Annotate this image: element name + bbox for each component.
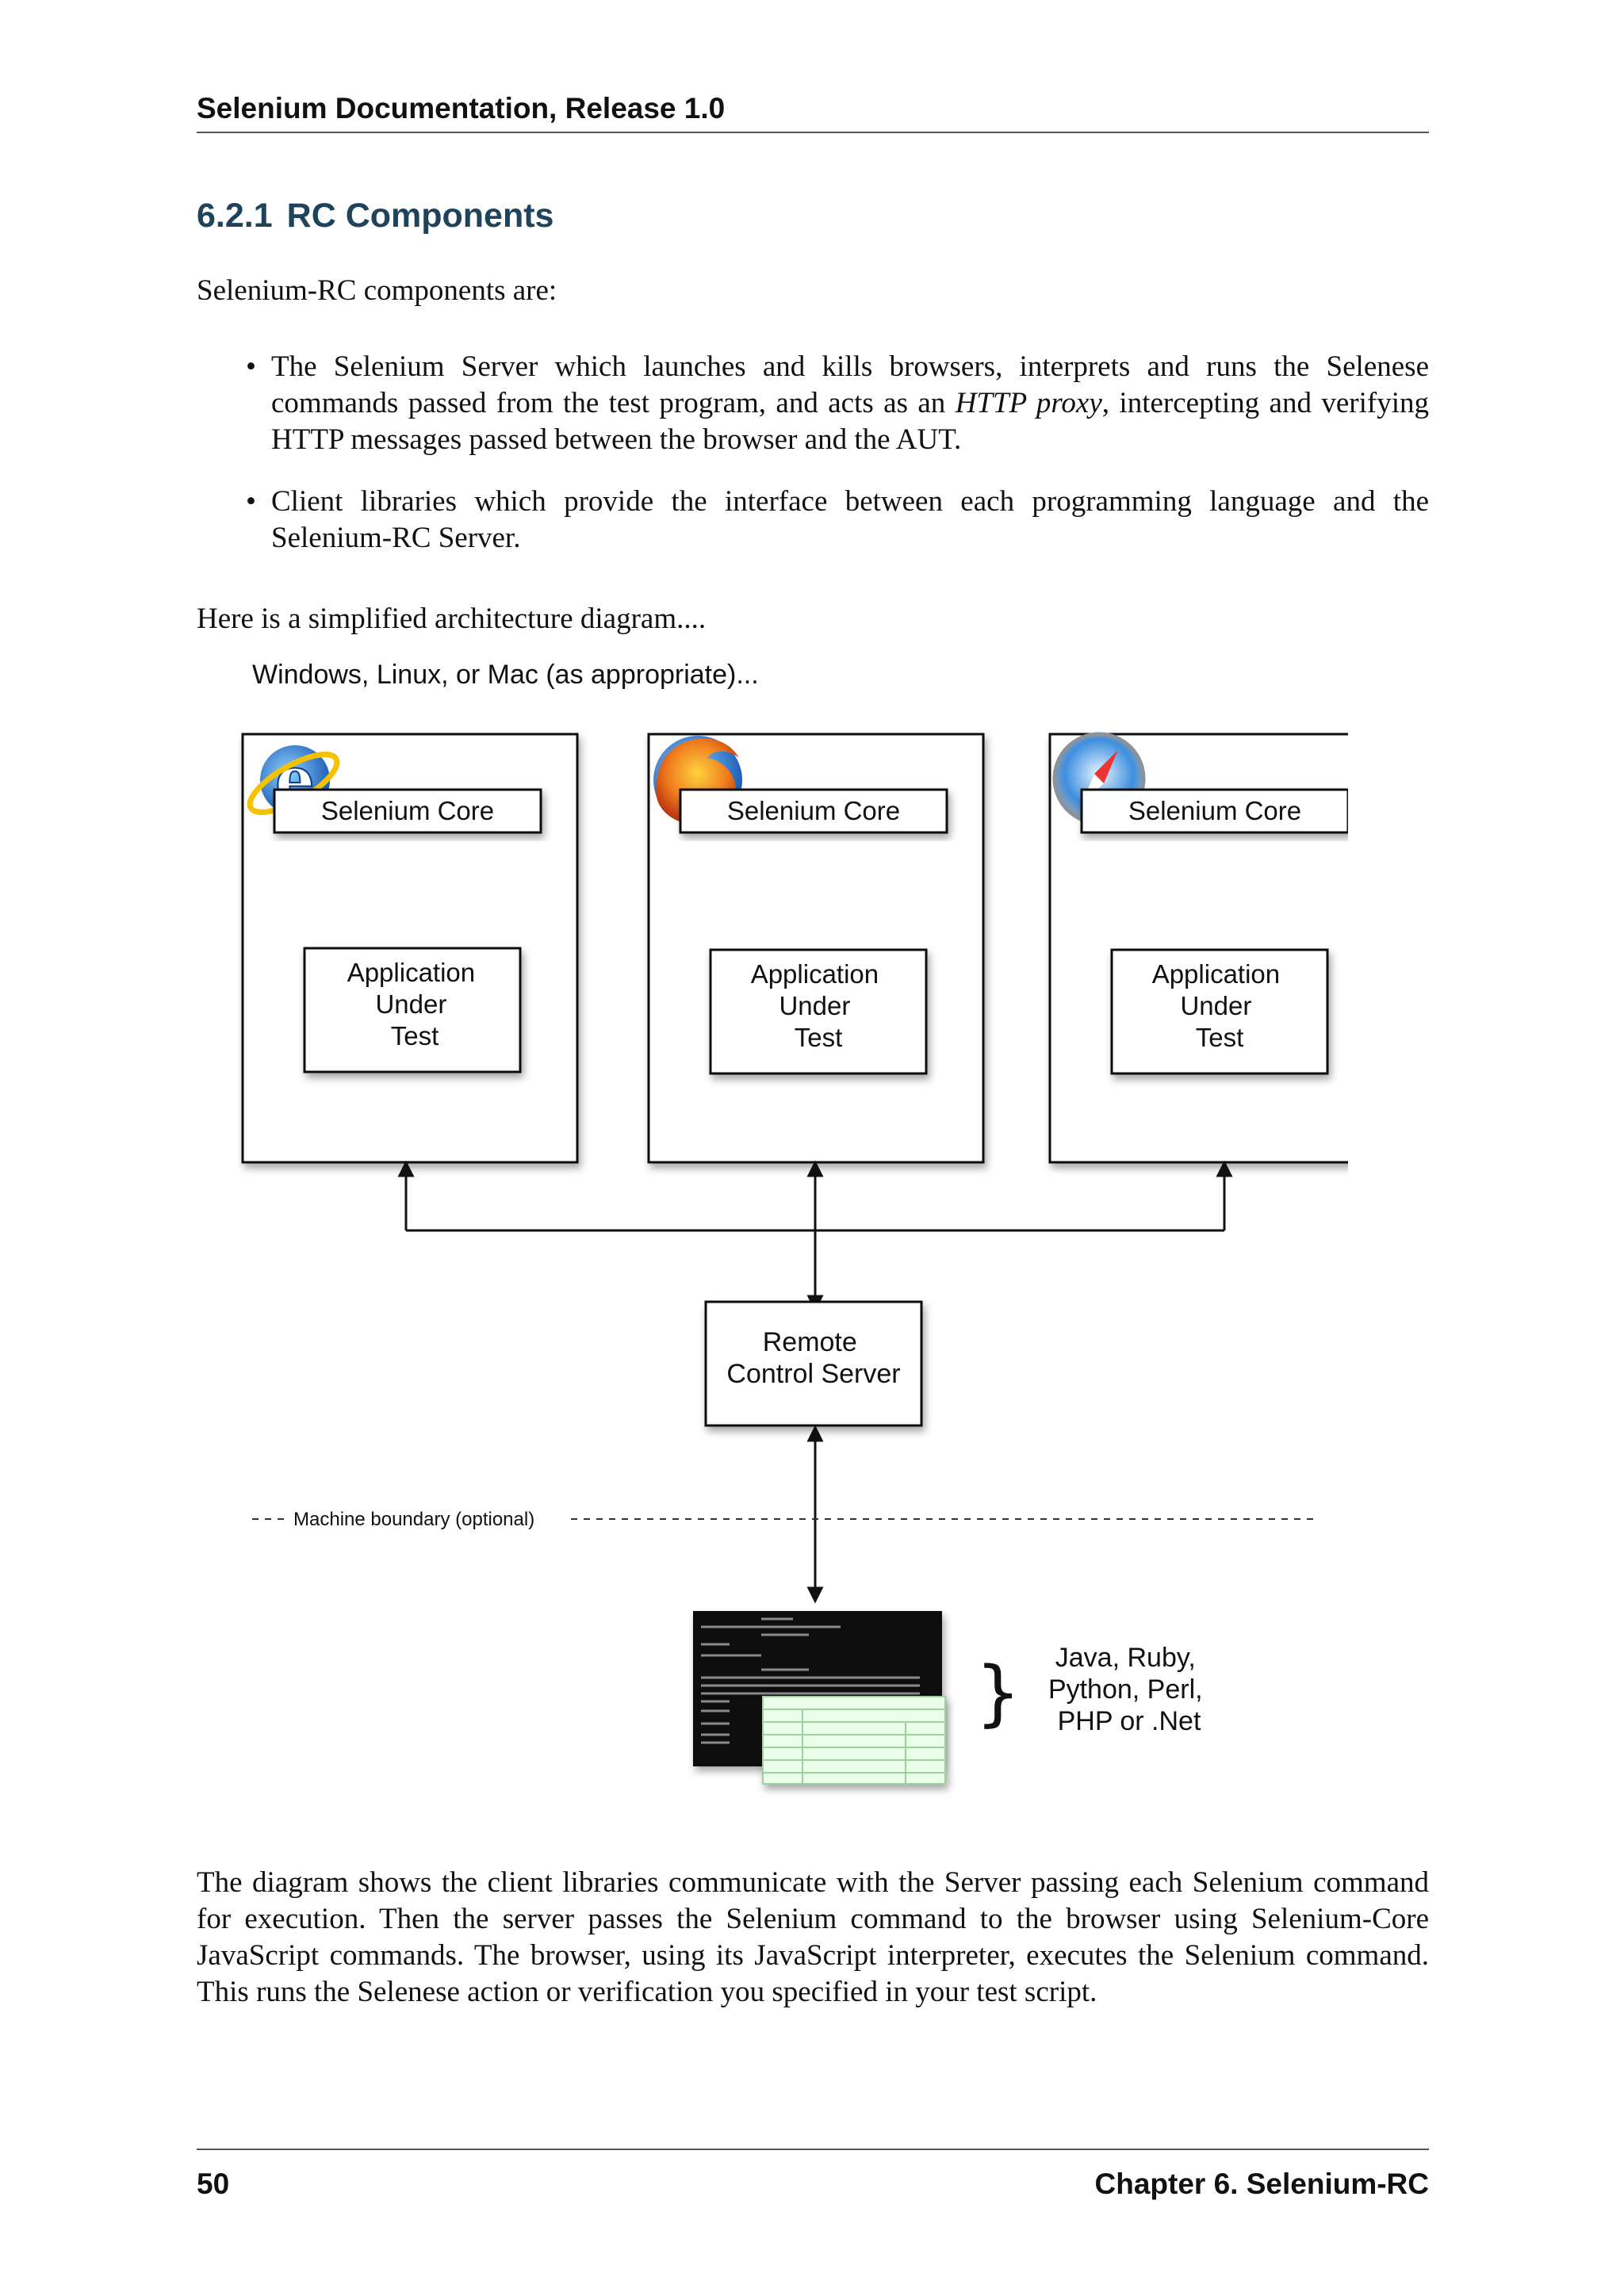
- page-footer: 50 Chapter 6. Selenium-RC: [197, 2149, 1429, 2201]
- aut-label: Application Under Test: [347, 958, 483, 1050]
- server-label: Remote Control Server: [726, 1327, 900, 1389]
- pre-diagram-paragraph: Here is a simplified architecture diagra…: [197, 603, 707, 635]
- running-header: Selenium Documentation, Release 1.0: [197, 92, 1429, 133]
- browser-box-safari: Selenium Core Application Under Test: [1048, 732, 1348, 1164]
- client-program-screenshot: [693, 1611, 946, 1785]
- browser-box-ie: e Selenium Core Application Under Test: [241, 733, 579, 1164]
- section-title: RC Components: [286, 197, 554, 235]
- intro-paragraph: Selenium-RC components are:: [197, 274, 557, 307]
- aut-line-3: Test: [1196, 1023, 1244, 1052]
- languages-annotation: } Java, Ruby, Python, Perl, PHP or .Net: [975, 1643, 1210, 1736]
- chapter-label: Chapter 6. Selenium-RC: [1094, 2168, 1429, 2200]
- server-line-1: Remote: [763, 1327, 857, 1357]
- os-label: Windows, Linux, or Mac (as appropriate).…: [252, 660, 759, 690]
- aut-line-1: Application: [347, 958, 475, 987]
- aut-label: Application Under Test: [1152, 959, 1288, 1052]
- list-item: • The Selenium Server which launches and…: [197, 349, 1429, 458]
- aut-line-1: Application: [751, 959, 879, 989]
- section-number: 6.2.1: [197, 197, 273, 235]
- boundary-label: Machine boundary (optional): [293, 1509, 534, 1530]
- http-proxy-link[interactable]: HTTP proxy: [955, 387, 1102, 419]
- architecture-diagram: Windows, Linux, or Mac (as appropriate).…: [241, 660, 1348, 1785]
- aut-line-3: Test: [391, 1021, 439, 1050]
- bullet-text-before: The Selenium Server which launches and k…: [271, 350, 1429, 419]
- aut-line-1: Application: [1152, 959, 1280, 989]
- aut-line-2: Under: [779, 991, 850, 1020]
- list-item: • Client libraries which provide the int…: [197, 484, 1429, 557]
- bullet-text: Client libraries which provide the inter…: [271, 485, 1429, 554]
- machine-boundary: Machine boundary (optional): [252, 1509, 1316, 1530]
- header-title: Selenium Documentation, Release 1.0: [197, 92, 726, 124]
- server-line-2: Control Server: [726, 1359, 900, 1389]
- languages-line-3: PHP or .Net: [1058, 1706, 1201, 1736]
- connector-lines: [397, 1160, 1233, 1604]
- section-heading: 6.2.1 RC Components: [197, 197, 553, 235]
- selenium-core-label: Selenium Core: [727, 796, 900, 825]
- remote-control-server-box: Remote Control Server: [704, 1300, 923, 1427]
- page-number: 50: [197, 2168, 230, 2200]
- bullet-icon: •: [246, 350, 256, 383]
- aut-line-2: Under: [1180, 991, 1251, 1020]
- selenium-core-label: Selenium Core: [321, 796, 494, 825]
- languages-line-1: Java, Ruby,: [1055, 1643, 1196, 1673]
- aut-line-2: Under: [375, 989, 446, 1019]
- brace-icon: }: [975, 1651, 1021, 1735]
- aut-line-3: Test: [795, 1023, 843, 1052]
- aut-label: Application Under Test: [751, 959, 887, 1052]
- selenium-core-label: Selenium Core: [1128, 796, 1301, 825]
- browser-box-firefox: Selenium Core Application Under Test: [647, 733, 985, 1164]
- post-diagram-paragraph: The diagram shows the client libraries c…: [197, 1866, 1429, 2008]
- components-list: • The Selenium Server which launches and…: [197, 349, 1429, 582]
- languages-line-2: Python, Perl,: [1048, 1674, 1203, 1705]
- bullet-icon: •: [246, 485, 256, 518]
- languages-label: Java, Ruby, Python, Perl, PHP or .Net: [1048, 1643, 1210, 1736]
- bullet-text-after: , intercepting and verifying HTTP messag…: [271, 387, 1429, 456]
